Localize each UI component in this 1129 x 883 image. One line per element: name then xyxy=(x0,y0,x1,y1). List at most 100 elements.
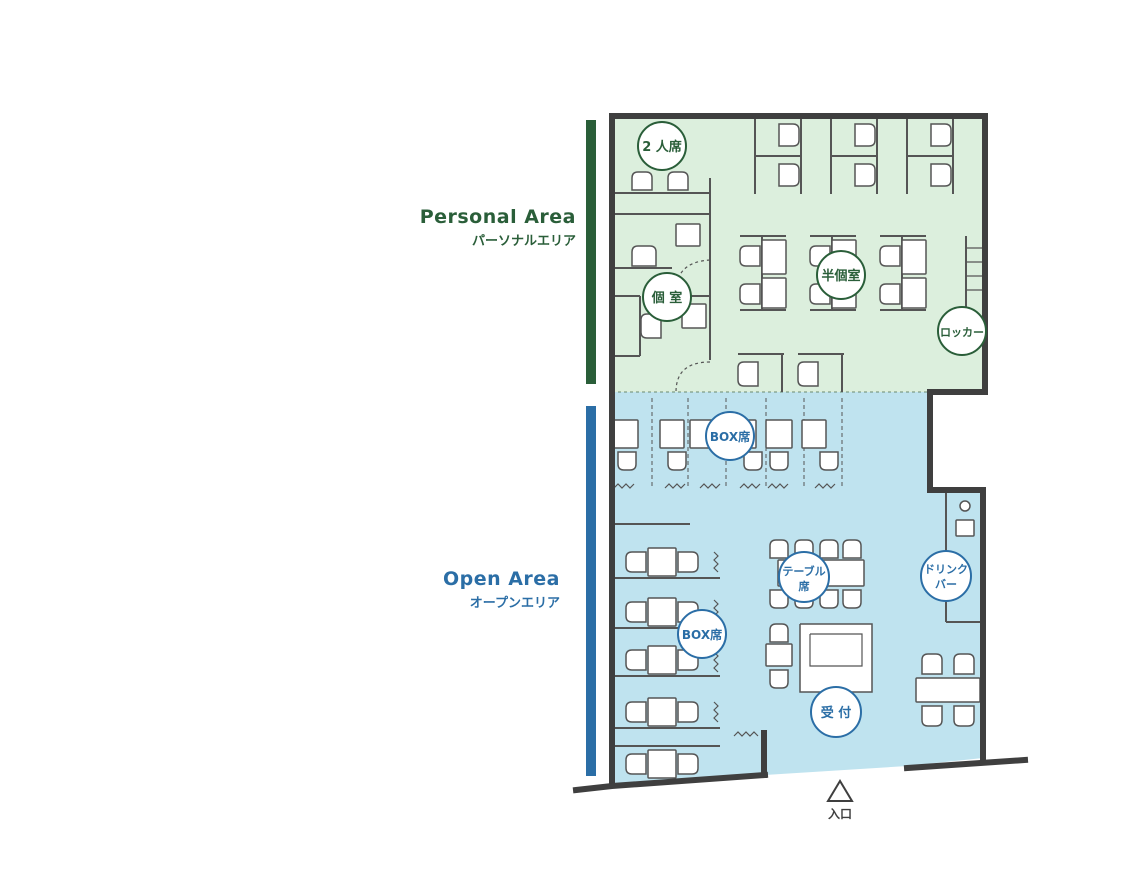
drink-machine xyxy=(959,500,971,512)
label-circle xyxy=(642,272,692,322)
label-box-top: BOX席 xyxy=(705,411,755,461)
chair xyxy=(625,601,647,623)
label-text: 受 付 xyxy=(821,705,852,721)
label-private-room: 個 室 xyxy=(642,272,692,322)
curtain xyxy=(814,483,836,489)
chair xyxy=(625,551,647,573)
curtain xyxy=(733,731,759,737)
curtain xyxy=(767,483,789,489)
entrance-label: 入口 xyxy=(828,807,852,821)
desk xyxy=(765,419,793,449)
chair xyxy=(953,653,975,675)
chair xyxy=(769,669,789,689)
curtain xyxy=(613,483,635,489)
chair xyxy=(677,753,699,775)
chair xyxy=(842,589,862,609)
label-circle xyxy=(920,550,972,602)
personal-area-label: Personal Area xyxy=(419,206,576,228)
chair xyxy=(737,361,759,387)
furniture-layer xyxy=(613,118,984,779)
desk xyxy=(647,645,677,675)
label-text: 2 人席 xyxy=(642,139,682,155)
reception-counter xyxy=(799,623,873,693)
chair xyxy=(879,283,901,305)
curtain xyxy=(699,483,721,489)
desk xyxy=(659,419,685,449)
label-2-person: 2 人席 xyxy=(637,121,687,171)
chair xyxy=(769,589,789,609)
chair xyxy=(879,245,901,267)
wall-bottom-left xyxy=(572,771,769,794)
open-area-sublabel: オープンエリア xyxy=(469,596,560,611)
chair xyxy=(769,623,789,643)
desk xyxy=(675,223,701,247)
desk xyxy=(647,749,677,779)
open-area-label: Open Area xyxy=(442,568,560,590)
label-text-line2: 席 xyxy=(799,579,810,593)
chair xyxy=(778,163,800,187)
label-circle xyxy=(937,306,987,356)
desk xyxy=(647,547,677,577)
chair xyxy=(842,539,862,559)
reception-counter-inner xyxy=(809,633,863,667)
desk xyxy=(901,239,927,275)
chair xyxy=(631,171,653,191)
chair xyxy=(677,701,699,723)
chair xyxy=(930,163,952,187)
label-text: BOX席 xyxy=(682,627,722,642)
label-text: ロッカー xyxy=(940,326,984,339)
chair xyxy=(930,123,952,147)
desk xyxy=(801,419,827,449)
curtain xyxy=(713,551,719,573)
label-circle xyxy=(705,411,755,461)
label-circle xyxy=(677,609,727,659)
chair xyxy=(797,361,819,387)
chair xyxy=(953,705,975,727)
chair xyxy=(631,245,657,267)
label-circle xyxy=(778,551,830,603)
chair xyxy=(625,649,647,671)
label-text: 半個室 xyxy=(821,268,860,284)
wall-bottom-right xyxy=(903,756,1029,772)
curtain xyxy=(739,483,761,489)
label-circle xyxy=(637,121,687,171)
desk xyxy=(761,277,787,309)
label-circle xyxy=(810,686,862,738)
chair xyxy=(819,451,839,471)
chair xyxy=(769,451,789,471)
chair xyxy=(819,539,839,559)
entrance: 入口 xyxy=(826,779,854,821)
curtain xyxy=(713,701,719,723)
drink-machine xyxy=(955,519,975,537)
chair xyxy=(625,753,647,775)
curtain xyxy=(664,483,686,489)
desk xyxy=(647,697,677,727)
desk xyxy=(613,419,639,449)
desk xyxy=(761,239,787,275)
open-area-title: Open Area オープンエリア xyxy=(380,568,560,611)
table xyxy=(765,643,793,667)
label-text-line1: ドリンク xyxy=(924,563,968,576)
entrance-arrow-icon xyxy=(826,779,854,802)
chair xyxy=(854,163,876,187)
desk xyxy=(647,597,677,627)
chair xyxy=(667,171,689,191)
personal-area-sublabel: パーソナルエリア xyxy=(471,234,576,249)
label-semi-private: 半個室 xyxy=(816,250,866,300)
chair xyxy=(769,539,789,559)
chair xyxy=(677,551,699,573)
chair xyxy=(921,705,943,727)
label-text: 個 室 xyxy=(651,290,683,306)
label-reception: 受 付 xyxy=(810,686,862,738)
chair xyxy=(819,589,839,609)
chair xyxy=(778,123,800,147)
outer-walls xyxy=(572,113,1029,794)
personal-area-bar xyxy=(586,120,596,384)
label-table-seat: テーブル 席 xyxy=(778,551,830,603)
label-text-line2: バー xyxy=(935,578,957,591)
label-text-line1: テーブル xyxy=(782,564,825,578)
chair xyxy=(743,451,763,471)
chair xyxy=(854,123,876,147)
curtain xyxy=(713,651,719,673)
